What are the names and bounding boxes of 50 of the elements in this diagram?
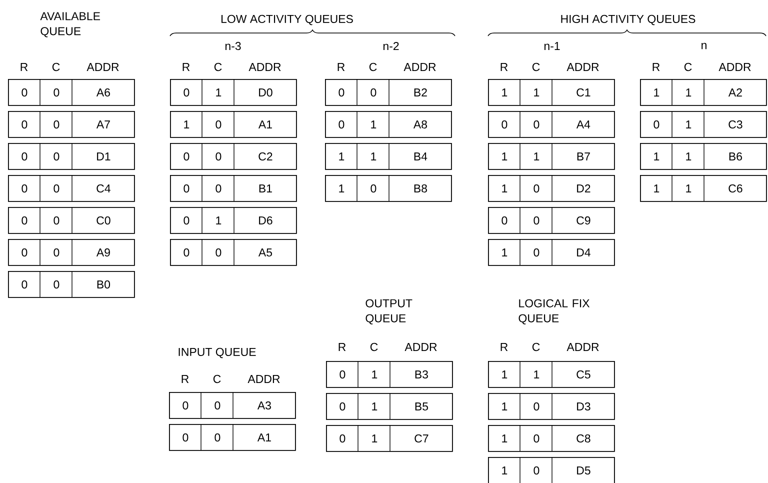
queue-entry: 1 0 C8 [488,424,615,452]
queue-entry: 1 1 C5 [488,360,615,388]
queue-title: INPUT QUEUE [178,348,256,358]
queue-entry: 1 1 B6 [640,142,767,170]
queue-title: LOGICAL FIX QUEUE [518,299,590,324]
queue-entry: 0 0 A9 [8,238,135,266]
column-header: ADDR [566,343,599,351]
queue-entry: 1 0 B8 [325,174,452,202]
queue-entry: 1 0 D3 [488,392,615,420]
queue-entry: 0 1 A8 [325,110,452,138]
queue-entry: 0 0 C0 [8,206,135,234]
queue-entry: 0 1 D6 [170,206,297,234]
queue-entry: 0 0 C9 [488,206,615,234]
queue-entry: 0 1 B3 [326,360,453,388]
queue-title: AVAILABLE QUEUE [40,12,100,38]
queue-entry: 0 0 D1 [8,142,135,170]
queue-entry: 0 0 C4 [8,174,135,202]
column-header: R [338,343,346,351]
queue-entry: 0 0 A5 [170,238,297,266]
queue-entry: 0 0 B0 [8,270,135,298]
queue-entry: 0 0 A1 [169,424,296,451]
queue-number: n-1 [544,42,560,50]
queue-number: n-2 [383,42,399,50]
queue-entry: 0 0 B2 [325,78,452,106]
queue-entry: 0 0 A6 [8,78,135,106]
queue-title: OUTPUT QUEUE [366,299,412,324]
group-title: LOW ACTIVITY QUEUES [222,14,353,26]
queue-number: n [702,42,706,50]
queue-entry: 1 1 B7 [488,142,615,170]
queue-entry: 1 0 D2 [488,174,615,202]
queue-entry: 1 1 A2 [640,78,767,106]
column-header: R [500,343,508,351]
queue-entry: 1 0 A1 [170,110,297,138]
queue-entry: 1 1 B4 [325,142,452,170]
queue-entry: 0 0 A3 [169,392,296,419]
queue-entry: 0 0 A7 [8,110,135,138]
queue-entry: 1 1 C1 [488,78,615,106]
queue-entry: 0 0 A4 [488,110,615,138]
column-header: ADDR [404,343,437,351]
queue-entry: 0 1 C7 [326,424,453,452]
queue-entry: 0 0 C2 [170,142,297,170]
queue-entry: 0 1 B5 [326,392,453,420]
queue-entry: 1 0 D4 [488,238,615,266]
queue-entry: 0 0 B1 [170,174,297,202]
queue-number: n-3 [225,42,241,50]
queue-entry: 0 1 C3 [640,110,767,138]
queue-entry: 1 1 C6 [640,174,767,202]
queue-entry: 1 0 D5 [488,456,615,483]
queue-entry: 0 1 D0 [170,78,297,106]
group-title: HIGH ACTIVITY QUEUES [561,14,696,26]
